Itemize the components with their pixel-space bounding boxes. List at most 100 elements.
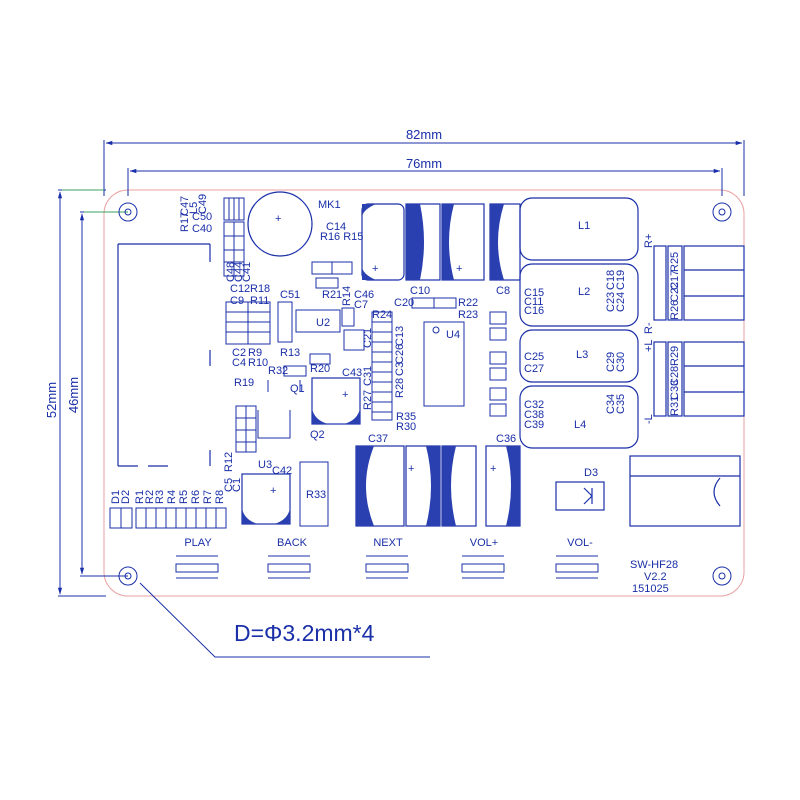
label-r33: R33 [306, 489, 326, 501]
label-c8: C8 [496, 285, 510, 297]
label-r17: R17 [179, 212, 191, 232]
svg-text:+: + [372, 263, 378, 275]
label-r13: R13 [280, 347, 300, 359]
label-r18: R18 [250, 283, 270, 295]
label-q2: Q2 [310, 429, 325, 441]
label-c9: C9 [230, 295, 244, 307]
label-r1: R1 [134, 490, 146, 504]
label-c10: C10 [410, 285, 430, 297]
label-c20: C20 [394, 297, 414, 309]
label-c16: C16 [524, 305, 544, 317]
label-c21: C21 [362, 328, 374, 348]
label-r-plus: R+ [643, 234, 655, 248]
hole-note: D=Φ3.2mm*4 [234, 620, 375, 646]
label-r19: R19 [234, 377, 254, 389]
label-c44: C44 [233, 262, 245, 282]
svg-text:+: + [490, 463, 496, 475]
label-q1: Q1 [290, 383, 305, 395]
label-c15: C15 [524, 287, 544, 299]
mounting-holes [118, 202, 732, 586]
label-r28: R28 [394, 378, 406, 398]
label-c22: C22 [669, 282, 681, 302]
bottom-left-strip [109, 507, 227, 529]
label-r29: R29 [669, 346, 681, 366]
label-c50: C50 [192, 211, 212, 223]
svg-text:+: + [275, 213, 281, 225]
label-c17: C17 [669, 270, 681, 290]
svg-text:+: + [342, 389, 348, 401]
label-r5: R5 [178, 490, 190, 504]
label-c35: C35 [615, 394, 627, 414]
label-d2: D2 [120, 490, 132, 504]
label-c32: C32 [524, 399, 544, 411]
label-c34: C34 [605, 394, 617, 414]
label-r32: R32 [268, 365, 288, 377]
label-u4: U4 [446, 329, 460, 341]
label-c19: C19 [615, 270, 627, 290]
label-l5: L5 [188, 202, 200, 214]
label-r8: R8 [214, 490, 226, 504]
label-c3: C3 [394, 362, 406, 376]
label-r23: R23 [458, 309, 478, 321]
label-c26: C26 [394, 344, 406, 364]
label-c27: C27 [524, 363, 544, 375]
label-u2: U2 [316, 317, 330, 329]
label-c12: C12 [230, 283, 250, 295]
inductors [519, 197, 639, 449]
label-r26: R26 [669, 300, 681, 320]
button-footprints [175, 555, 599, 579]
svg-text:+: + [408, 463, 414, 475]
label-r-minus: R- [643, 322, 655, 334]
label-d1: D1 [110, 490, 122, 504]
label-r21: R21 [322, 289, 342, 301]
label-c4: C4 [232, 357, 246, 369]
board-model: SW-HF28 [630, 559, 678, 571]
label-c24: C24 [615, 292, 627, 312]
label-c7: C7 [354, 299, 368, 311]
label-c5: C5 [223, 478, 235, 492]
dim-82mm: 82mm [406, 127, 442, 142]
label-c1: C1 [231, 478, 243, 492]
label-c47: C47 [179, 196, 191, 216]
label-c23: C23 [605, 292, 617, 312]
label-vol-plus: VOL+ [470, 537, 498, 549]
label-u3: U3 [258, 459, 272, 471]
capacitors-large: + + + + [241, 203, 521, 527]
label-r12: R12 [223, 452, 235, 472]
label-c41: C41 [241, 262, 253, 282]
label-c36: C36 [496, 433, 516, 445]
svg-text:+: + [456, 263, 462, 275]
label-r31: R31 [669, 396, 681, 416]
dim-46mm: 46mm [66, 377, 81, 413]
label-l2: L2 [578, 286, 590, 298]
label-play: PLAY [184, 537, 212, 549]
label-l-plus: +L [643, 339, 655, 352]
label-l1: L1 [578, 220, 590, 232]
svg-text:+: + [270, 485, 276, 497]
label-r4: R4 [166, 490, 178, 504]
label-l-minus: -L [643, 414, 655, 424]
label-r20: R20 [310, 363, 330, 375]
label-c25: C25 [524, 351, 544, 363]
label-c29: C29 [605, 352, 617, 372]
label-c49: C49 [197, 194, 209, 214]
dim-76mm: 76mm [406, 156, 442, 171]
label-r30: R30 [396, 421, 416, 433]
label-r11: R11 [250, 295, 269, 307]
label-c39: C39 [524, 419, 544, 431]
label-r27: R27 [362, 390, 374, 410]
label-c30: C30 [615, 352, 627, 372]
label-back: BACK [277, 537, 308, 549]
label-l4: L4 [574, 419, 586, 431]
label-c28: C28 [669, 366, 681, 386]
label-c51: C51 [280, 289, 300, 301]
label-r22: R22 [458, 297, 478, 309]
label-c2: C2 [232, 347, 246, 359]
label-r16r15: R16 R15 [320, 231, 363, 243]
dim-52mm: 52mm [44, 382, 59, 418]
label-r14: R14 [341, 286, 353, 306]
board-date: 151025 [632, 583, 669, 595]
module-outline [117, 243, 211, 467]
